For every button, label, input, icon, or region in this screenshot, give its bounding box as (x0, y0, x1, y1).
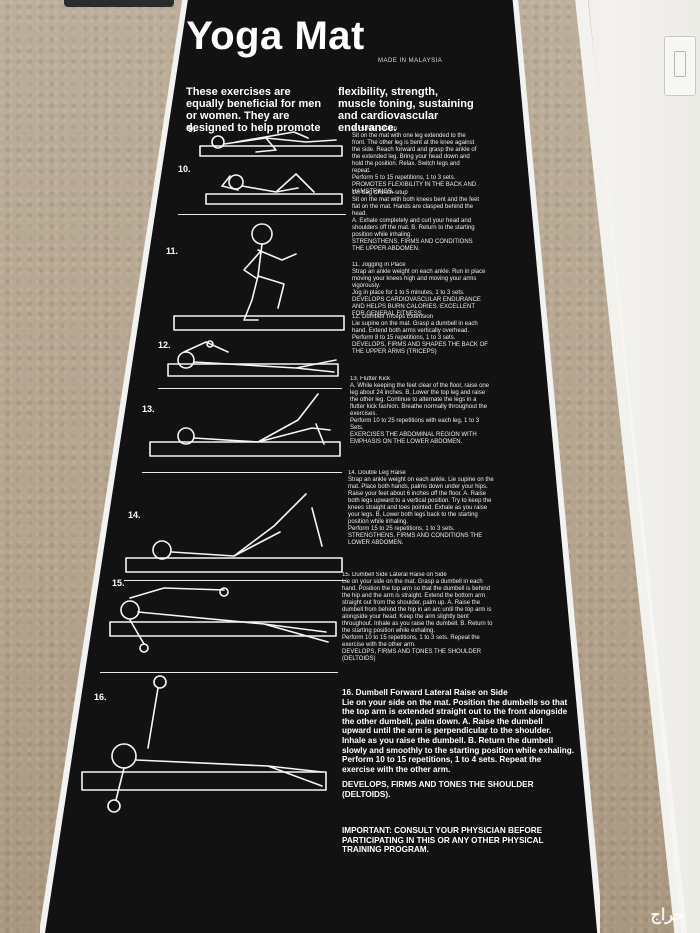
intro-text: These exercises are equally beneficial f… (186, 86, 474, 134)
exercise-heading: 11. Jogging in Place (352, 262, 406, 268)
exercise-body: Sit on the mat with one leg extended to … (352, 133, 477, 174)
exercise-14-text: 14. Double Leg Raise Strap an ankle weig… (348, 470, 496, 547)
divider (178, 214, 346, 215)
important-notice: IMPORTANT: CONSULT YOUR PHYSICIAN BEFORE… (342, 826, 544, 855)
wall-outlet (664, 36, 696, 96)
exercise-reps: Perform 10 to 25 repetitions with each l… (350, 418, 480, 431)
haraj-watermark: حراج (650, 907, 685, 924)
triceps-extension-figure (166, 338, 342, 384)
exercise-reps: Perform 15 to 25 repetitions, 1 to 3 set… (348, 526, 455, 532)
forward-lateral-raise-figure (78, 668, 330, 820)
exercise-body: Lie on your side on the mat. Position th… (342, 697, 575, 755)
exercise-number: 9. (188, 124, 196, 134)
leg-crunch-figure (186, 164, 346, 210)
divider (158, 388, 342, 389)
exercise-develops: STRENGTHENS, FIRMS AND CONDITIONS THE UP… (352, 239, 473, 252)
exercise-10-text: 10. Leg Crunch-situp Sit on the mat with… (352, 190, 482, 253)
exercise-12-text: 12. Dumbell Triceps Extension Lie supine… (352, 314, 488, 356)
exercise-13-text: 13. Flutter Kick A. While keeping the fe… (350, 376, 492, 446)
hurdle-stretch-figure (196, 128, 346, 162)
exercise-number: 10. (178, 164, 191, 174)
exercise-heading: 10. Leg Crunch-situp (352, 190, 408, 196)
divider (100, 672, 338, 673)
exercise-number: 16. (94, 692, 107, 702)
jogging-figure (170, 216, 348, 340)
exercise-develops: EXERCISES THE ABDOMINAL REGION WITH EMPH… (350, 432, 477, 445)
exercise-develops: DEVELOPS CARDIOVASCULAR ENDURANCE AND HE… (352, 297, 481, 317)
double-leg-raise-figure (124, 480, 346, 578)
mat-title: Yoga Mat (185, 14, 366, 58)
exercise-reps: Perform 8 to 15 repetitions, 1 to 3 sets… (352, 335, 456, 341)
exercise-number: 12. (158, 340, 171, 350)
divider (124, 580, 346, 581)
exercise-heading: 9. Hurdle Stretch (352, 126, 398, 132)
exercise-11-text: 11. Jogging in Place Strap an ankle weig… (352, 262, 486, 318)
exercise-body: A. While keeping the feet clear of the f… (350, 383, 490, 417)
exercise-heading: 14. Double Leg Raise (348, 470, 406, 476)
exercise-heading: 12. Dumbell Triceps Extension (352, 314, 434, 320)
exercise-develops: PROMOTES FLEXIBILITY IN THE BACK AND HAM… (352, 182, 477, 195)
exercise-reps: Perform 10 to 15 repetitions, 1 to 4 set… (342, 755, 542, 774)
exercise-16-text: 16. Dumbell Forward Lateral Raise on Sid… (342, 688, 574, 800)
exercise-number: 15. (112, 578, 125, 588)
exercise-body: Lie on your side on the mat. Grasp a dum… (342, 579, 493, 634)
exercise-develops: STRENGTHENS, FIRMS AND CONDITIONS THE LO… (348, 533, 483, 546)
exercise-body: Sit on the mat with both knees bent and … (352, 197, 480, 217)
exercise-15-text: 15. Dumbell Side Lateral Raise on Side L… (342, 572, 498, 663)
exercise-develops: DEVELOPS, FIRMS AND TONES THE SHOULDER (… (342, 780, 534, 799)
made-in-label: MADE IN MALAYSIA (378, 58, 443, 64)
exercise-9-text: 9. Hurdle Stretch Sit on the mat with on… (352, 126, 478, 196)
exercise-heading: 15. Dumbell Side Lateral Raise on Side (342, 572, 447, 578)
exercise-number: 14. (128, 510, 141, 520)
exercise-develops: DEVELOPS, FIRMS AND SHAPES THE BACK OF T… (352, 342, 488, 355)
exercise-body: Strap an ankle weight on each ankle. Run… (352, 269, 486, 289)
exercise-reps: A. Exhale completely and curl your head … (352, 218, 475, 238)
exercise-body: Strap an ankle weight on each ankle. Lie… (348, 477, 494, 525)
exercise-number: 11. (166, 246, 179, 256)
exercise-reps: Jog in place for 1 to 5 minutes, 1 to 3 … (352, 290, 465, 296)
black-bag-edge (64, 0, 174, 7)
exercise-heading: 13. Flutter Kick (350, 376, 391, 382)
flutter-kick-figure (148, 386, 344, 468)
exercise-number: 13. (142, 404, 155, 414)
exercise-develops: DEVELOPS, FIRMS AND TONES THE SHOULDER (… (342, 649, 482, 662)
exercise-reps: Perform 5 to 15 repetitions, 1 to 3 sets… (352, 175, 456, 181)
exercise-body: Lie supine on the mat. Grasp a dumbell i… (352, 321, 478, 334)
divider (142, 472, 342, 473)
exercise-heading: 16. Dumbell Forward Lateral Raise on Sid… (342, 688, 508, 697)
exercise-reps: Perform 10 to 15 repetitions, 1 to 3 set… (342, 635, 480, 648)
side-lateral-raise-figure (104, 584, 338, 664)
